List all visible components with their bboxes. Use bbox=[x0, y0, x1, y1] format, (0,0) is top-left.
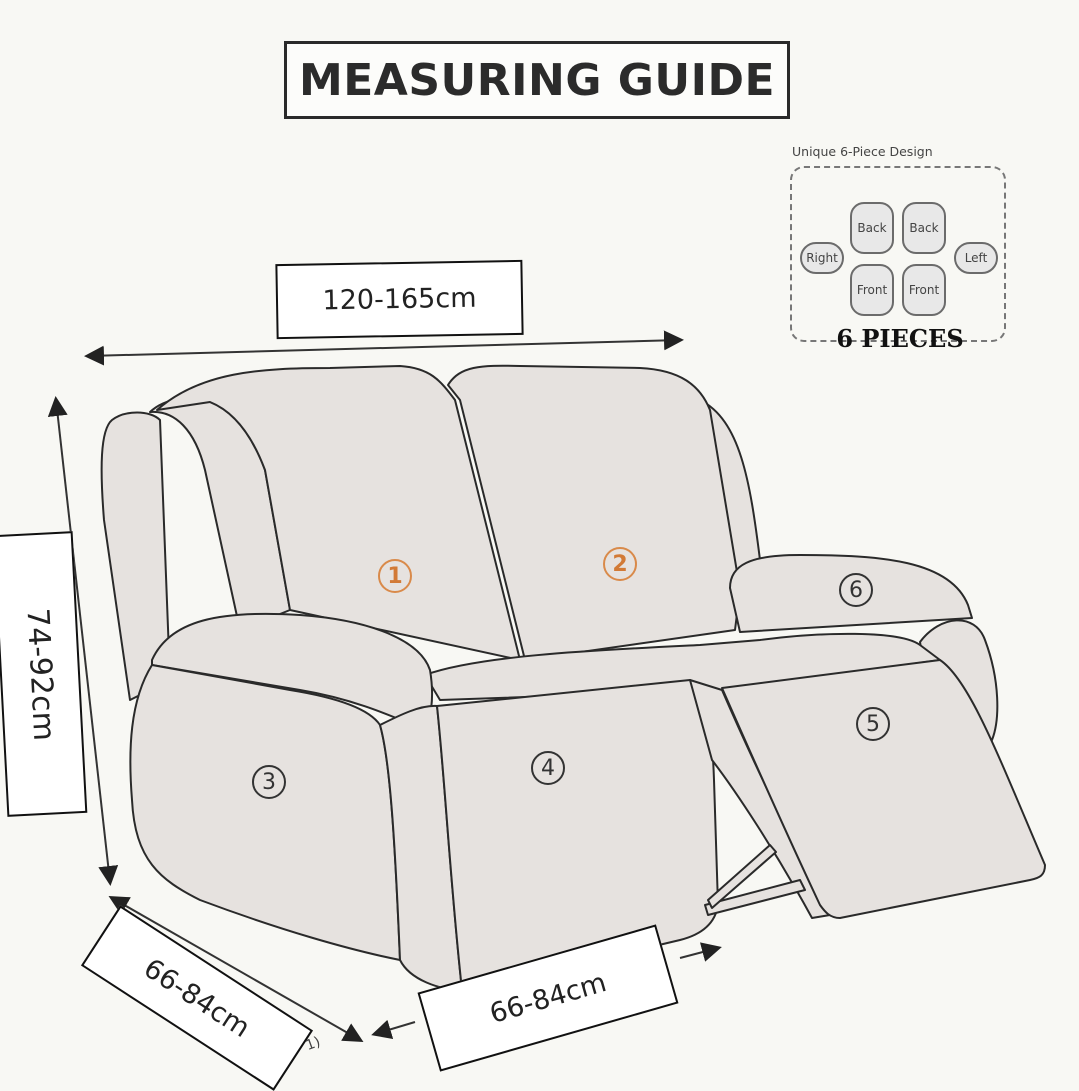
height-dimension-label: 74-92cm bbox=[0, 531, 88, 817]
piece-marker-4: 4 bbox=[531, 751, 565, 785]
legend-piece-front: Front bbox=[850, 264, 894, 316]
height-arrow bbox=[47, 396, 119, 886]
piece-marker-2: 2 bbox=[603, 547, 637, 581]
title-box: MEASURING GUIDE bbox=[284, 41, 790, 119]
piece-marker-3: 3 bbox=[252, 765, 286, 799]
piece-design-legend: Unique 6-Piece Design Back Back Right Le… bbox=[790, 144, 1010, 353]
left-arm-front bbox=[129, 664, 401, 961]
mechanism-bar bbox=[707, 844, 777, 909]
seat-arrow-right bbox=[679, 942, 722, 962]
legend-piece-count: 6 PIECES bbox=[836, 324, 964, 353]
legend-frame: Back Back Right Left Front Front 6 PIECE… bbox=[790, 166, 1006, 353]
legend-piece-right: Right bbox=[800, 242, 844, 274]
legend-title: Unique 6-Piece Design bbox=[792, 144, 933, 159]
piece-marker-1: 1 bbox=[378, 559, 412, 593]
legend-piece-left: Left bbox=[954, 242, 998, 274]
legend-piece-back: Back bbox=[902, 202, 946, 254]
piece-marker-5: 5 bbox=[856, 707, 890, 741]
legend-piece-back: Back bbox=[850, 202, 894, 254]
seat-value: 66-84cm bbox=[486, 966, 610, 1030]
left-armrest-top bbox=[151, 612, 434, 731]
depth-arrow bbox=[108, 896, 364, 1042]
height-value: 74-92cm bbox=[19, 606, 61, 742]
width-value: 120-165cm bbox=[322, 282, 477, 317]
seat-arrow-left bbox=[371, 1019, 416, 1039]
seat-front-panel bbox=[436, 679, 719, 992]
width-dimension-label: 120-165cm bbox=[275, 259, 524, 340]
sofa-illustration bbox=[47, 330, 1046, 1042]
legend-piece-front: Front bbox=[902, 264, 946, 316]
back-cushion-2 bbox=[447, 364, 741, 661]
width-arrow bbox=[84, 330, 684, 366]
footrest bbox=[721, 659, 1046, 919]
mechanism-bar bbox=[704, 879, 806, 916]
back-cushion-1 bbox=[156, 365, 521, 661]
page-title: MEASURING GUIDE bbox=[298, 54, 776, 106]
piece-marker-6: 6 bbox=[839, 573, 873, 607]
seat-area bbox=[424, 632, 941, 701]
